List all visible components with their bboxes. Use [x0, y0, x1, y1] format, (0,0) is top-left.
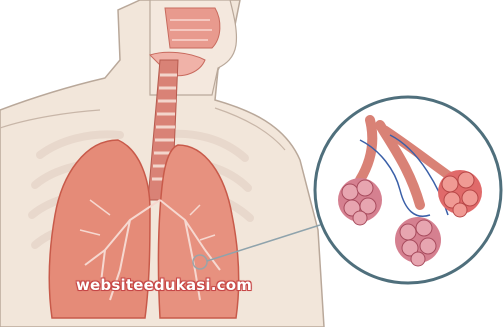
alveoli-inset: [315, 97, 501, 283]
watermark-text: websiteedukasi.com: [76, 276, 252, 294]
